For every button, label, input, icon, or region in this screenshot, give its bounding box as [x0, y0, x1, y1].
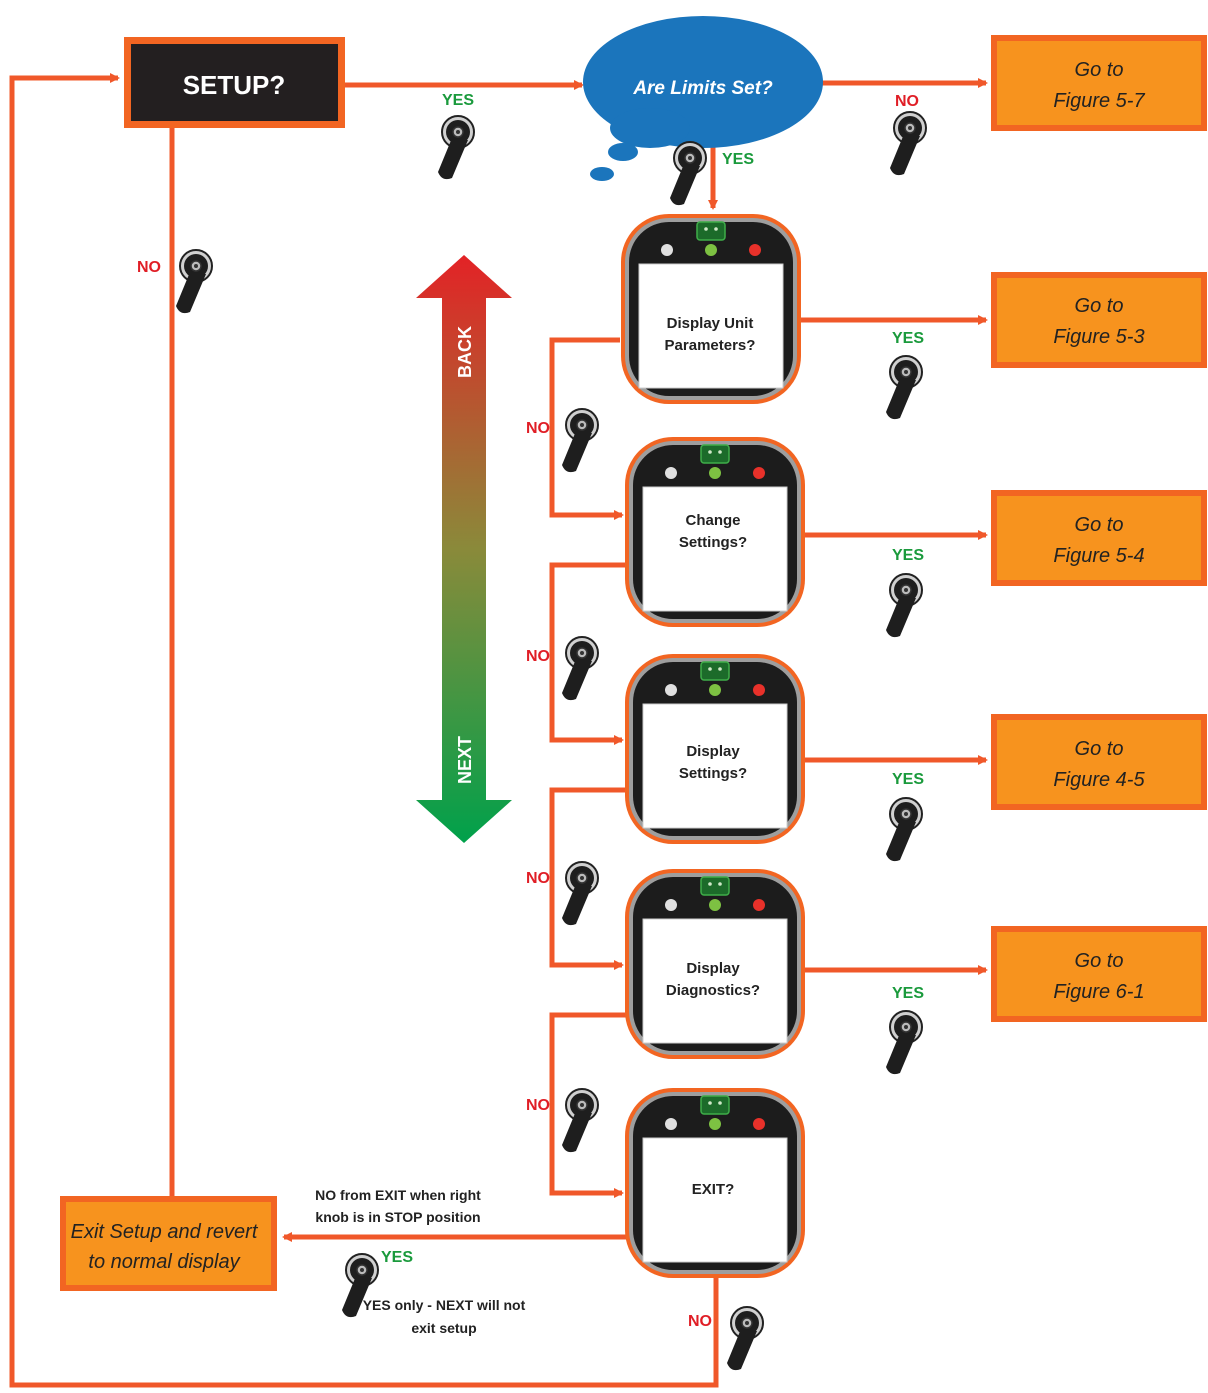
knob-icon	[889, 111, 927, 177]
no-label: NO	[526, 420, 550, 437]
yes-label: YES	[722, 151, 754, 168]
exit-box-line2: to normal display	[88, 1251, 240, 1273]
panel-line2: Settings?	[679, 765, 747, 782]
panel1-no-line	[549, 337, 624, 520]
goto-box-line2: Figure 6-1	[1053, 981, 1144, 1003]
panel-display-settings: Display Settings?	[624, 653, 806, 845]
knob-icon	[437, 115, 475, 181]
goto-box-figure-5-7[interactable]: Go to Figure 5-7	[991, 35, 1207, 131]
goto-box-line2: Figure 5-7	[1053, 90, 1145, 112]
knob-icon	[561, 1088, 599, 1154]
knob-icon	[726, 1306, 764, 1372]
goto-box-line2: Figure 4-5	[1053, 769, 1145, 791]
panel-display-unit-parameters: Display Unit Parameters?	[620, 213, 802, 405]
no-label: NO	[137, 259, 161, 276]
no-label: NO	[526, 648, 550, 665]
panel-line2: Settings?	[679, 534, 747, 551]
exit-notes: NO from EXIT when right knob is in STOP …	[315, 1187, 525, 1336]
knob-icon	[175, 249, 213, 315]
panel-line1: Change	[685, 512, 740, 529]
goto-box-line2: Figure 5-3	[1053, 326, 1144, 348]
no-label: NO	[526, 870, 550, 887]
yes-label: YES	[892, 771, 924, 788]
goto-box-figure-5-4[interactable]: Go to Figure 5-4	[991, 490, 1207, 586]
knob-icon	[885, 797, 923, 863]
goto-box-line1: Go to	[1075, 738, 1124, 760]
panel2-no-line	[549, 562, 630, 745]
no-label: NO	[526, 1097, 550, 1114]
back-label: BACK	[455, 326, 475, 378]
flow-lines	[9, 73, 988, 1388]
knob-icon	[885, 1010, 923, 1076]
knob-icon	[885, 355, 923, 421]
setup-label: SETUP?	[183, 70, 286, 100]
panel-exit: EXIT?	[624, 1087, 806, 1279]
panel-line2: Diagnostics?	[666, 982, 760, 999]
panel-line1: Display Unit	[667, 315, 754, 332]
knob-icon	[561, 408, 599, 474]
no-exit-note-line1: NO from EXIT when right	[315, 1187, 481, 1203]
next-label: NEXT	[455, 736, 475, 784]
no-label: NO	[688, 1313, 712, 1330]
panel-line1: EXIT?	[692, 1181, 735, 1198]
knob-icon	[561, 636, 599, 702]
yes-no-labels: YES YES NO NO YES NO YES NO YES NO YES N…	[137, 92, 924, 1330]
limits-cloud: Are Limits Set?	[583, 16, 823, 181]
yes-label: YES	[892, 330, 924, 347]
yes-only-note-line2: exit setup	[411, 1320, 476, 1336]
exit-box-line1: Exit Setup and revert	[71, 1221, 259, 1243]
limits-label: Are Limits Set?	[632, 78, 773, 99]
goto-box-line1: Go to	[1075, 514, 1124, 536]
goto-box-line1: Go to	[1075, 950, 1124, 972]
loop-back-line	[9, 73, 719, 1388]
exit-setup-box: Exit Setup and revert to normal display	[60, 1196, 277, 1291]
no-exit-note-line2: knob is in STOP position	[315, 1209, 480, 1225]
goto-box-figure-4-5[interactable]: Go to Figure 4-5	[991, 714, 1207, 810]
knob-icon	[669, 141, 707, 207]
goto-box-figure-5-3[interactable]: Go to Figure 5-3	[991, 272, 1207, 368]
panel-line1: Display	[686, 743, 740, 760]
setup-box: SETUP?	[124, 37, 345, 128]
yes-only-note-line1: YES only - NEXT will not	[363, 1297, 526, 1313]
no-label: NO	[895, 93, 919, 110]
goto-box-line1: Go to	[1075, 295, 1124, 317]
yes-label: YES	[892, 547, 924, 564]
yes-label: YES	[381, 1249, 413, 1266]
goto-box-line2: Figure 5-4	[1053, 545, 1144, 567]
panel4-no-line	[549, 1012, 630, 1198]
yes-label: YES	[892, 985, 924, 1002]
goto-box-figure-6-1[interactable]: Go to Figure 6-1	[991, 926, 1207, 1022]
back-next-arrow: BACK NEXT	[416, 255, 512, 843]
panel-change-settings: Change Settings?	[624, 436, 806, 628]
yes-label: YES	[442, 92, 474, 109]
knob-icon	[561, 861, 599, 927]
goto-box-line1: Go to	[1075, 59, 1124, 81]
knob-icon	[885, 573, 923, 639]
panel-display-diagnostics: Display Diagnostics?	[624, 868, 806, 1060]
panel-line1: Display	[686, 960, 740, 977]
panel-line2: Parameters?	[665, 337, 756, 354]
panel3-no-line	[549, 787, 630, 970]
